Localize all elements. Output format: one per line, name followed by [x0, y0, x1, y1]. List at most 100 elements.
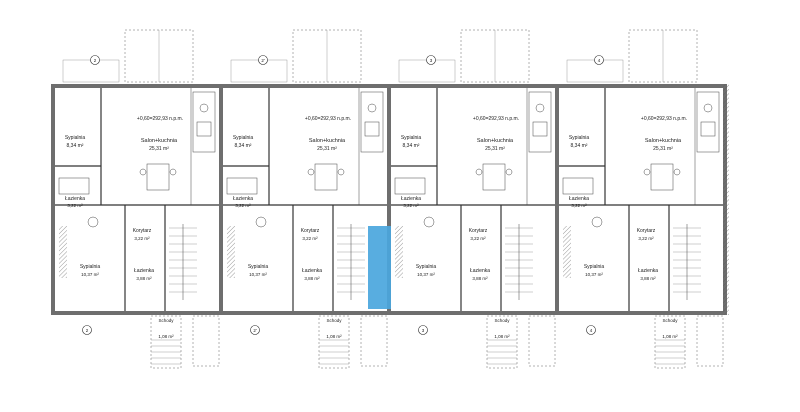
apartment-unit: +0,60=292,93 n.p.m. Salon+kuchnia 25,31 m²… [559, 29, 729, 369]
chair-icon [169, 168, 177, 176]
room-area-bedroom: 8,34 m² [571, 143, 588, 149]
level-label: +0,60=292,93 n.p.m. [137, 116, 183, 122]
room-area-hall: 3,22 m² [302, 236, 318, 241]
entry-stoop [150, 315, 182, 369]
axis-marker-bottom [250, 325, 260, 335]
room-name-bedroom-lower: Sypialnia [584, 264, 605, 270]
room-name-bathroom: Łazienka [638, 268, 658, 274]
top-wall [55, 84, 223, 88]
room-area-stairs: 1,08 m² [158, 334, 174, 339]
room-area-stairs: 1,08 m² [326, 334, 342, 339]
room-area-bathroom: 3,88 m² [640, 276, 656, 281]
axis-label-top: 2' [261, 58, 265, 63]
chair-icon [505, 168, 513, 176]
entry-stoop [528, 315, 556, 367]
bathtub [58, 177, 90, 195]
top-wall [223, 84, 391, 88]
room-area-stairs: 1,08 m² [662, 334, 678, 339]
wardrobe [59, 226, 67, 278]
axis-label-top: 3 [430, 58, 433, 63]
axis-label-bottom: 2 [86, 328, 89, 333]
bottom-wall [391, 311, 559, 315]
room-area-bedroom-lower: 10,37 m² [417, 272, 435, 277]
room-name-bathroom: Łazienka [302, 268, 322, 274]
room-name-living: Salon+kuchnia [141, 138, 178, 144]
room-area-bedroom: 8,34 m² [235, 143, 252, 149]
room-name-hall: Korytarz [301, 228, 320, 234]
party-wall [387, 84, 391, 315]
cooktop-icon [700, 121, 716, 137]
room-area-living: 25,31 m² [317, 146, 337, 152]
chair-icon [139, 168, 147, 176]
room-area-bathroom: 3,88 m² [304, 276, 320, 281]
dining-table [314, 163, 338, 191]
room-area-living: 25,31 m² [485, 146, 505, 152]
wardrobe [395, 226, 403, 278]
room-name-bedroom: Sypialnia [401, 135, 422, 141]
axis-marker-bottom [586, 325, 596, 335]
dining-table [650, 163, 674, 191]
sink-icon [367, 103, 377, 113]
room-name-wc: Łazienka [65, 196, 85, 202]
washbasin-icon [87, 216, 99, 228]
bathtub [562, 177, 594, 195]
axis-label-bottom: 4 [590, 328, 593, 333]
axis-marker-top [594, 55, 604, 65]
chair-icon [307, 168, 315, 176]
room-area-wc: 3,22 m² [67, 203, 83, 208]
room-name-bathroom: Łazienka [134, 268, 154, 274]
chair-icon [475, 168, 483, 176]
axis-label-bottom: 3 [422, 328, 425, 333]
top-wall [559, 84, 727, 88]
room-area-living: 25,31 m² [653, 146, 673, 152]
level-label: +0,60=292,93 n.p.m. [641, 116, 687, 122]
kitchen-counter [192, 91, 216, 153]
axis-marker-top [258, 55, 268, 65]
room-area-hall: 3,22 m² [638, 236, 654, 241]
room-area-bedroom: 8,34 m² [67, 143, 84, 149]
wardrobe [227, 226, 235, 278]
room-area-wc: 3,22 m² [571, 203, 587, 208]
room-area-stairs: 1,08 m² [494, 334, 510, 339]
room-name-hall: Korytarz [469, 228, 488, 234]
room-name-stairs: Schody [662, 318, 678, 323]
party-wall [555, 84, 559, 315]
room-name-hall: Korytarz [637, 228, 656, 234]
cooktop-icon [532, 121, 548, 137]
room-name-bedroom-lower: Sypialnia [248, 264, 269, 270]
sink-icon [703, 103, 713, 113]
bottom-wall [55, 311, 223, 315]
bottom-wall [223, 311, 391, 315]
entry-stoop [696, 315, 724, 367]
balcony-outline [230, 59, 288, 83]
entry-stoop [192, 315, 220, 367]
room-name-wc: Łazienka [233, 196, 253, 202]
balcony-outline [62, 59, 120, 83]
room-name-bathroom: Łazienka [470, 268, 490, 274]
room-area-wc: 3,22 m² [235, 203, 251, 208]
party-wall [219, 84, 223, 315]
balcony-outline [398, 59, 456, 83]
room-name-bedroom: Sypialnia [569, 135, 590, 141]
kitchen-counter [696, 91, 720, 153]
room-name-bedroom-lower: Sypialnia [416, 264, 437, 270]
room-name-bedroom: Sypialnia [233, 135, 254, 141]
wardrobe [563, 226, 571, 278]
room-name-living: Salon+kuchnia [309, 138, 346, 144]
entry-stoop [318, 315, 350, 369]
axis-label-bottom: 2' [253, 328, 257, 333]
room-area-bedroom-lower: 10,37 m² [81, 272, 99, 277]
washbasin-icon [255, 216, 267, 228]
entry-stoop [360, 315, 388, 367]
room-area-bedroom-lower: 10,37 m² [249, 272, 267, 277]
sink-icon [535, 103, 545, 113]
room-name-living: Salon+kuchnia [645, 138, 682, 144]
axis-marker-bottom [82, 325, 92, 335]
bathtub [394, 177, 426, 195]
room-area-wc: 3,22 m² [403, 203, 419, 208]
washbasin-icon [423, 216, 435, 228]
